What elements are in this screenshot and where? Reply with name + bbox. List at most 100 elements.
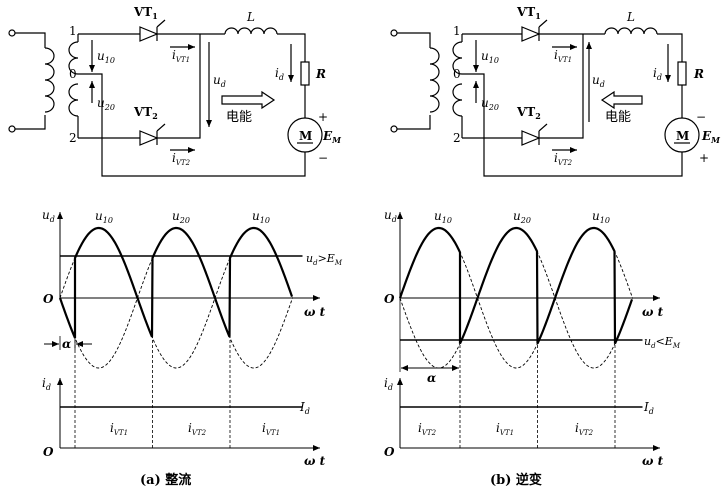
resistor-label: R xyxy=(693,67,704,81)
svg-text:ud: ud xyxy=(592,73,605,89)
svg-text:id: id xyxy=(42,376,51,392)
ud-axis-label: u xyxy=(42,208,50,222)
alpha-label: α xyxy=(62,337,71,351)
svg-text:iVT2: iVT2 xyxy=(188,421,207,437)
svg-text:ud: ud xyxy=(42,208,55,224)
right-circuit-labels: 1 0 2 VT1 VT2 L R u10 u20 iVT1 iVT2 ud i… xyxy=(453,5,721,167)
cathode-bus xyxy=(157,33,225,139)
primary-wires xyxy=(15,32,46,130)
svg-text:Id: Id xyxy=(299,400,310,416)
segment-ivt2: i xyxy=(418,421,422,435)
right-wave-labels: ud u10 u20 u10 ud<EM O ω t α id Id iVT2 … xyxy=(384,208,681,488)
thyristor-vt1-symbol xyxy=(139,19,166,42)
svg-text:u10: u10 xyxy=(97,49,115,65)
inductor-label: L xyxy=(626,10,635,24)
ivt2-label: i xyxy=(172,151,176,165)
ivt2-label: i xyxy=(554,151,558,165)
u20-wave-label: u xyxy=(513,209,521,223)
svg-text:iVT2: iVT2 xyxy=(172,151,191,167)
right-waveform xyxy=(398,226,643,448)
minus-sign: − xyxy=(696,110,706,124)
thyristor-vt2-symbol xyxy=(139,123,166,146)
node-2-label: 2 xyxy=(69,131,77,145)
caption-b: (b) 逆变 xyxy=(490,472,542,488)
cathode-bus xyxy=(539,33,605,139)
origin-label-2: O xyxy=(43,445,54,459)
svg-text:iVT1: iVT1 xyxy=(110,421,128,437)
input-terminal-top xyxy=(8,29,16,37)
segment-ivt1: i xyxy=(110,421,114,435)
em-label: E xyxy=(322,129,333,143)
svg-text:VT1: VT1 xyxy=(133,5,158,21)
Id-label: I xyxy=(643,400,649,414)
plus-sign: + xyxy=(699,151,709,165)
wt-label-2: ω t xyxy=(642,454,664,468)
svg-text:u10: u10 xyxy=(592,209,610,225)
alpha-label: α xyxy=(427,371,436,385)
svg-text:Id: Id xyxy=(643,400,654,416)
svg-text:EM: EM xyxy=(701,129,721,145)
svg-text:EM: EM xyxy=(322,129,342,145)
plus-sign: + xyxy=(318,110,328,124)
u10-wave-label: u xyxy=(95,209,103,223)
origin-label-2: O xyxy=(384,445,395,459)
svg-text:u20: u20 xyxy=(481,96,499,112)
energy-flow-arrow xyxy=(221,90,276,110)
left-waveform xyxy=(44,226,303,448)
left-circuit-labels: 1 0 2 VT1 VT2 L R u10 u20 iVT1 iVT2 ud i… xyxy=(69,5,342,167)
ud-label: u xyxy=(592,73,600,87)
center-tap-wire xyxy=(78,73,306,177)
svg-text:iVT2: iVT2 xyxy=(554,151,573,167)
vt1-label: VT xyxy=(133,5,152,19)
svg-text:u10: u10 xyxy=(481,49,499,65)
energy-flow-arrow xyxy=(600,90,643,110)
ivt1-label: i xyxy=(554,48,558,62)
id-label: i xyxy=(653,66,657,80)
load-wires xyxy=(277,33,306,118)
secondary-wires xyxy=(77,33,140,139)
resistor-r-symbol xyxy=(300,61,310,86)
condition-label: ud<EM xyxy=(644,335,681,350)
svg-text:id: id xyxy=(653,66,662,82)
minus-sign: − xyxy=(318,151,328,165)
u10-wave-label-2: u xyxy=(592,209,600,223)
svg-text:id: id xyxy=(384,376,393,392)
svg-text:iVT1: iVT1 xyxy=(262,421,280,437)
right-circuit-diagram xyxy=(390,19,700,177)
u20-label: u xyxy=(97,96,105,110)
ud-output-curve xyxy=(58,226,294,339)
id-label: i xyxy=(275,66,279,80)
energy-label: 电能 xyxy=(605,110,631,125)
segment-ivt2-2: i xyxy=(575,421,579,435)
svg-text:id: id xyxy=(275,66,284,82)
segment-ivt2: i xyxy=(188,421,192,435)
motor-label: M xyxy=(676,129,689,143)
svg-text:VT1: VT1 xyxy=(516,5,541,21)
right-wave-axes xyxy=(397,212,660,451)
svg-text:u20: u20 xyxy=(172,209,190,225)
Id-label: I xyxy=(299,400,305,414)
node-1-label: 1 xyxy=(69,24,77,38)
ud-axis-label: u xyxy=(384,208,392,222)
ivt1-label: i xyxy=(172,48,176,62)
left-circuit-diagram xyxy=(8,19,323,177)
id-axis-label: i xyxy=(384,376,388,390)
svg-text:ud: ud xyxy=(384,208,397,224)
left-wave-labels: ud u10 u20 u10 ud>EM O ω t α id Id iVT1 … xyxy=(42,208,343,488)
svg-text:VT2: VT2 xyxy=(133,105,158,121)
center-tap-wire xyxy=(462,73,683,177)
motor-symbol xyxy=(664,117,700,153)
node-2-label: 2 xyxy=(453,131,461,145)
svg-text:iVT1: iVT1 xyxy=(554,48,572,64)
svg-text:u10: u10 xyxy=(434,209,452,225)
primary-wires xyxy=(397,32,431,130)
svg-text:u10: u10 xyxy=(252,209,270,225)
thyristor-vt2-symbol xyxy=(521,123,548,146)
ud-label: u xyxy=(213,73,221,87)
input-terminal-bottom xyxy=(390,125,398,133)
load-wires xyxy=(657,33,683,118)
node-0-label: 0 xyxy=(453,67,461,81)
resistor-label: R xyxy=(315,67,326,81)
inductor-label: L xyxy=(246,10,255,24)
